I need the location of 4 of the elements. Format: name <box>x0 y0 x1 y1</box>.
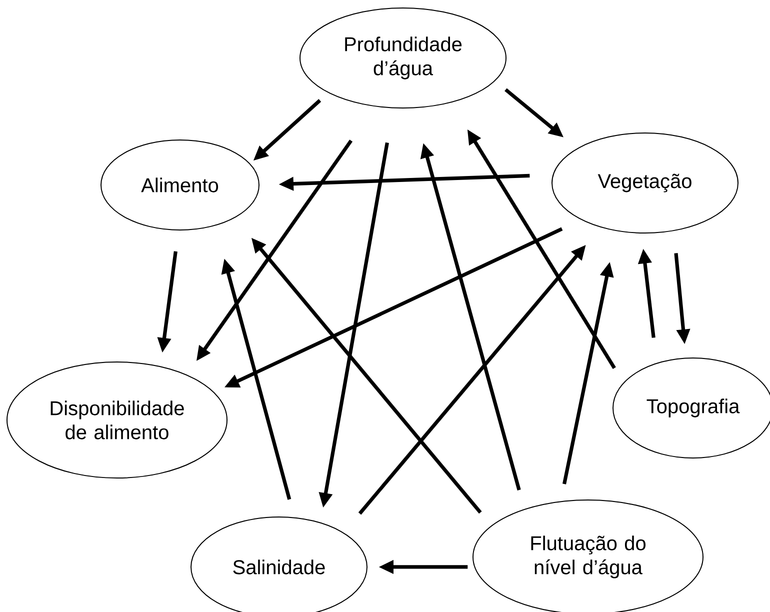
ellipse-node: Alimento <box>100 140 260 230</box>
ellipse-node: Disponibilidade de alimento <box>6 361 228 478</box>
ellipse-node: Profundidade d’água <box>300 7 506 108</box>
ellipse-node: Vegetação <box>552 132 738 234</box>
